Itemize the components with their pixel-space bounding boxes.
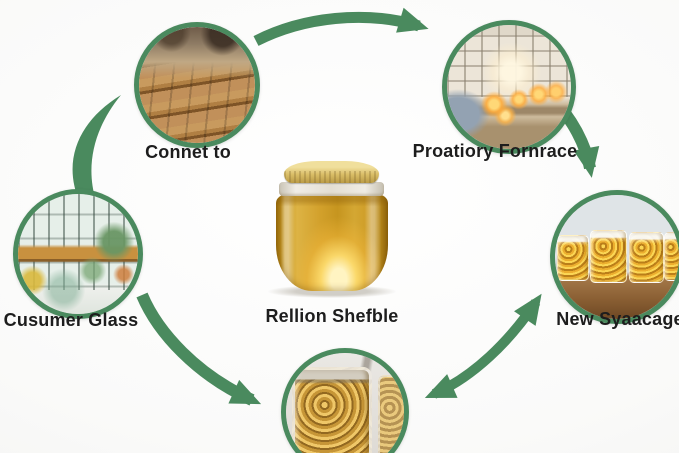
honey-jars-shelf-image bbox=[555, 195, 679, 319]
honey-jar-icon bbox=[629, 232, 664, 283]
factory-photo-circle bbox=[442, 20, 576, 154]
wood-pallets-image bbox=[139, 27, 255, 143]
label-jar-closeup: Rellion Shefble bbox=[265, 306, 399, 326]
jar-gold-lid bbox=[284, 161, 379, 183]
greenhouse-image bbox=[18, 194, 138, 314]
honeycomb-jar-image bbox=[286, 353, 404, 453]
jar-closeup-photo-circle bbox=[281, 348, 409, 453]
jar-body bbox=[276, 194, 388, 291]
arrow-left-swoosh bbox=[72, 95, 121, 203]
arrow-bottom-right-double bbox=[424, 293, 542, 399]
shelf-jars-photo-circle bbox=[550, 190, 679, 324]
honey-jar-icon bbox=[664, 232, 679, 281]
greenhouse-photo-circle bbox=[13, 189, 143, 319]
arrow-bottom-left bbox=[136, 292, 262, 406]
label-shelf-jars: New Syaacage bbox=[556, 309, 679, 329]
label-factory: Proatiory Fornrace bbox=[412, 141, 578, 161]
honey-jar-icon bbox=[590, 230, 627, 283]
label-greenhouse: Cusumer Glass bbox=[3, 310, 139, 330]
honeycomb-jar-partial-icon bbox=[378, 375, 404, 453]
center-honey-jar-image bbox=[268, 161, 396, 298]
pallets-photo-circle bbox=[134, 22, 260, 148]
factory-furnace-image bbox=[447, 25, 571, 149]
arrow-top bbox=[253, 7, 429, 46]
honeycomb-jar-icon bbox=[292, 367, 372, 453]
honey-jar-icon bbox=[557, 235, 589, 281]
jar-glass-rim bbox=[279, 182, 384, 196]
label-wood-pallets: Connet to bbox=[145, 142, 231, 162]
